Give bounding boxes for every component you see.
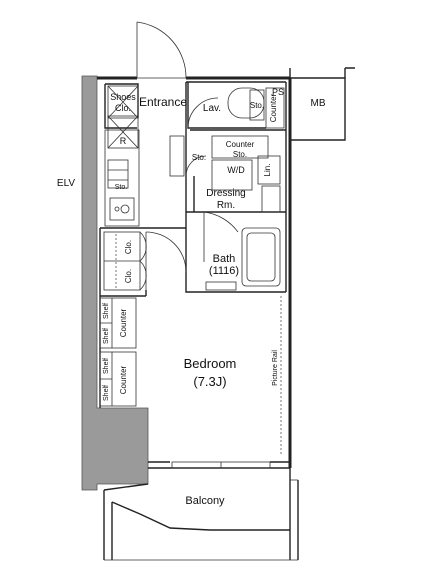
dressing-label-1: Dressing xyxy=(206,188,245,199)
clo-label-1: Clo. xyxy=(124,240,133,254)
counter-sto-label-1: Counter xyxy=(226,140,255,149)
shoes-closet xyxy=(107,85,139,119)
lav-label: Lav. xyxy=(203,103,221,114)
balcony-label: Balcony xyxy=(185,495,225,507)
entry-door[interactable] xyxy=(136,21,187,79)
shelves-counters xyxy=(99,297,137,407)
shelf-label-1: Shelf xyxy=(103,303,110,319)
closets xyxy=(103,231,147,291)
sink xyxy=(109,197,135,221)
counter-sto-label-2: Sto. xyxy=(233,150,247,159)
shoes-clo-label-2: Clo. xyxy=(115,103,131,113)
wd-label: W/D xyxy=(227,165,245,175)
sto-small-label: Sto. xyxy=(192,153,206,162)
bathtub xyxy=(241,227,281,287)
ps-label: PS xyxy=(272,87,284,97)
counter-label-2: Counter xyxy=(119,365,128,394)
bedroom-label-2: (7.3J) xyxy=(193,374,226,389)
balcony-window[interactable] xyxy=(171,461,271,469)
bath-label-1: Bath xyxy=(213,253,236,265)
sto-kitchen-label: Sto. xyxy=(115,184,128,191)
washer-dryer xyxy=(211,159,253,191)
small-storage xyxy=(169,135,207,177)
washer-area xyxy=(211,135,281,213)
elv-label: ELV xyxy=(57,178,75,189)
bedroom-door[interactable] xyxy=(145,231,187,290)
toilet-room xyxy=(187,82,285,129)
bath-label-2: (1116) xyxy=(209,265,239,277)
kitchen xyxy=(104,115,140,227)
counter-label-1: Counter xyxy=(119,308,128,337)
shelf-label-3: Shelf xyxy=(103,358,110,374)
shoes-clo-label-1: Shoes xyxy=(110,92,136,102)
stove xyxy=(107,159,129,189)
bathroom xyxy=(203,211,281,291)
dressing-label-2: Rm. xyxy=(217,200,235,211)
shelf-label-4: Shelf xyxy=(103,385,110,401)
sto-toilet-label: Sto. xyxy=(250,101,264,110)
mb-label: MB xyxy=(311,98,326,109)
r-label: R xyxy=(120,136,127,146)
balcony xyxy=(103,468,299,561)
entrance-label: Entrance xyxy=(139,95,187,109)
counter-toilet-label: Counter xyxy=(269,93,278,122)
lin-label: Lin. xyxy=(263,164,272,177)
picture-rail-label: Picture Rail xyxy=(272,350,279,386)
shelf-label-2: Shelf xyxy=(103,328,110,344)
bedroom-label-1: Bedroom xyxy=(184,356,237,371)
clo-label-2: Clo. xyxy=(124,269,133,283)
